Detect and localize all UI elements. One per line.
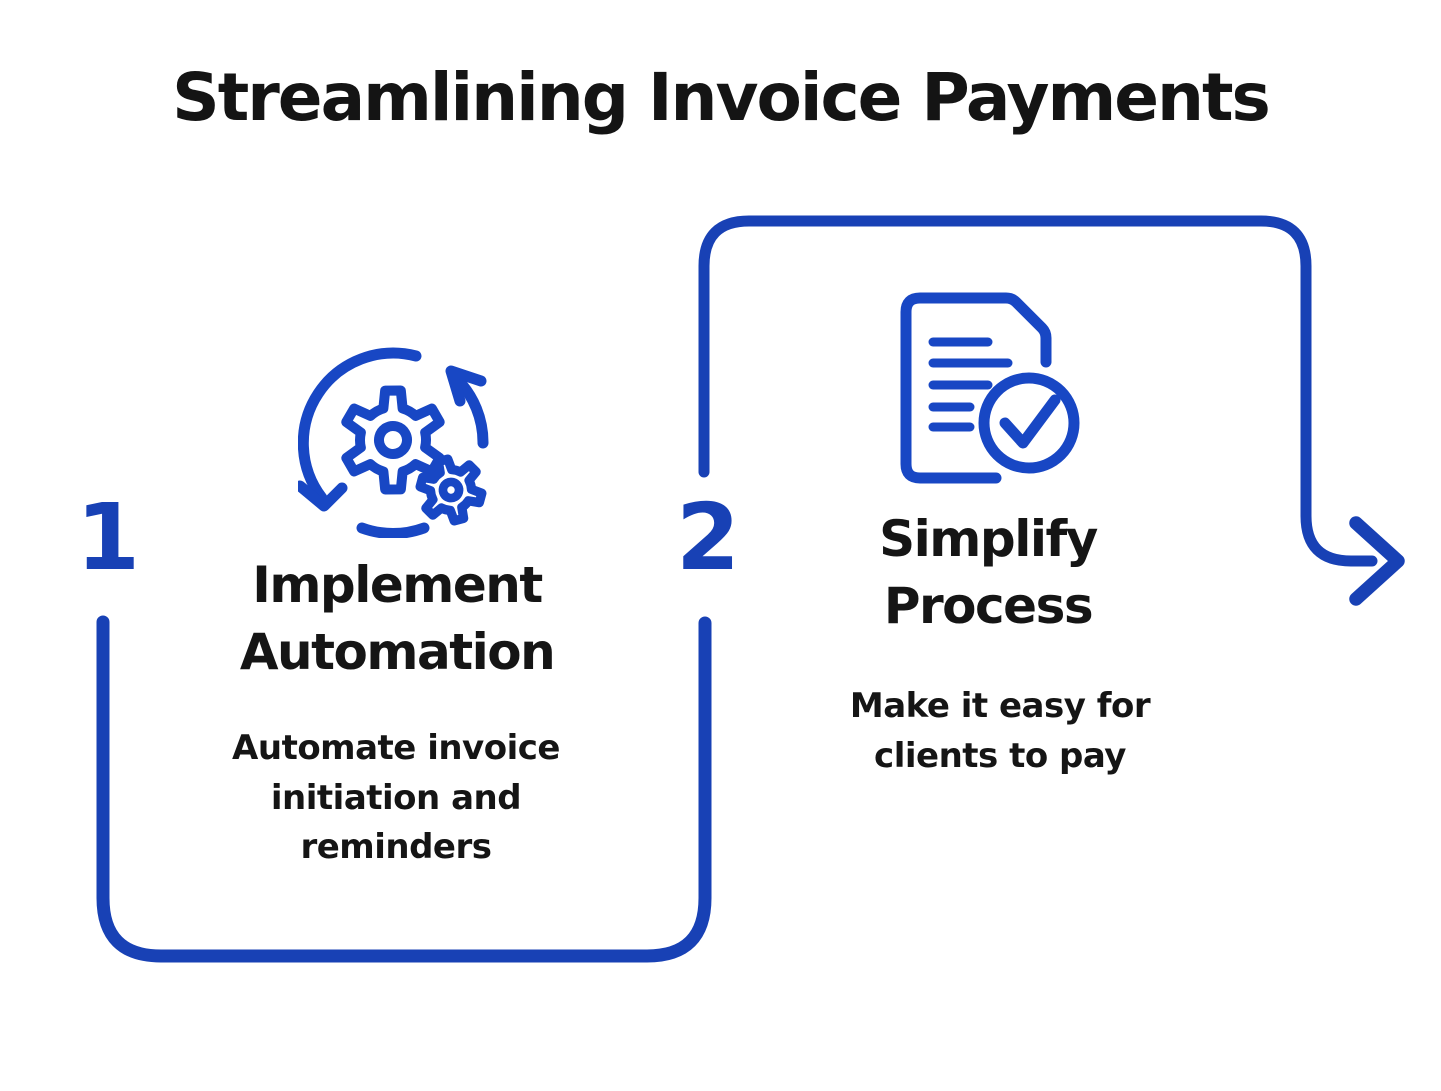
step-description: Automate invoice initiation and reminder… bbox=[232, 728, 560, 868]
flow-arrowhead-icon bbox=[1349, 516, 1405, 606]
refresh-arrows-icon bbox=[298, 347, 489, 538]
automation-gears-icon bbox=[298, 347, 489, 538]
step-heading: Simplify Process bbox=[879, 510, 1098, 635]
gear-small-icon bbox=[415, 454, 487, 526]
connector-path-step2 bbox=[698, 215, 1378, 567]
step-number: 1 bbox=[75, 484, 140, 591]
gear-large-icon bbox=[341, 385, 445, 495]
document-icon bbox=[900, 292, 1052, 484]
step-description: Make it easy for clients to pay bbox=[849, 686, 1151, 776]
check-circle-icon bbox=[978, 372, 1080, 474]
step-heading: Implement Automation bbox=[239, 556, 556, 681]
infographic-title: Streamlining Invoice Payments bbox=[172, 59, 1271, 136]
step-number: 2 bbox=[675, 484, 740, 591]
document-check-icon bbox=[900, 292, 1080, 484]
connector-path-step1 bbox=[96, 615, 712, 963]
